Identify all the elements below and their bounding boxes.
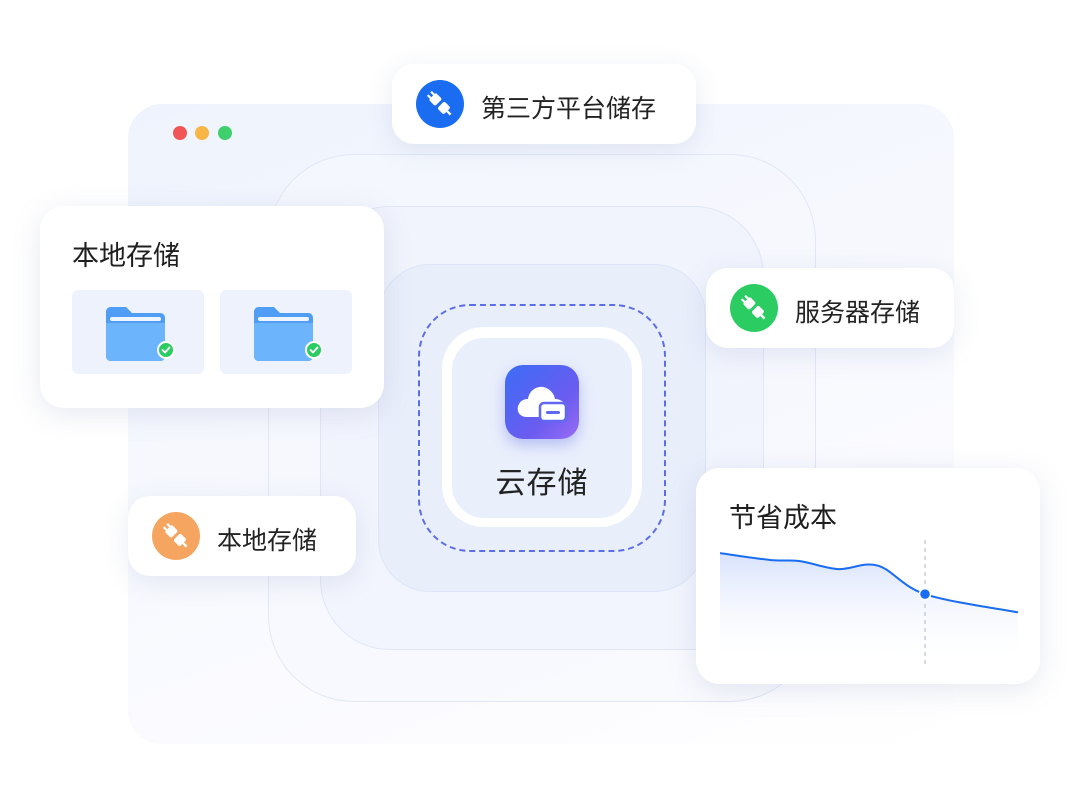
cloud-storage-label: 云存储 — [495, 466, 589, 501]
folder-icon — [254, 307, 323, 361]
cost-saving-card-title: 节省成本 — [729, 503, 837, 534]
folder-tile[interactable] — [72, 290, 204, 374]
plug-icon — [152, 512, 200, 560]
server-storage-label: 服务器存储 — [795, 298, 921, 327]
window-dot-green — [218, 126, 232, 140]
third-party-storage-label: 第三方平台储存 — [481, 94, 657, 123]
chart-highlight-point[interactable] — [918, 587, 932, 601]
chart-area-fill — [720, 553, 1018, 666]
cost-saving-chart — [720, 540, 1019, 666]
local-storage-pill-label: 本地存储 — [217, 526, 318, 555]
folder-tile[interactable] — [220, 290, 352, 374]
window-dot-yellow — [195, 126, 209, 140]
window-dot-red — [173, 126, 187, 140]
folder-icon — [106, 307, 175, 361]
dashed-frame — [418, 304, 666, 552]
cloud-drive-icon — [505, 365, 579, 439]
local-storage-card-title: 本地存储 — [72, 241, 180, 272]
plug-icon — [730, 284, 778, 332]
plug-icon — [416, 80, 464, 128]
